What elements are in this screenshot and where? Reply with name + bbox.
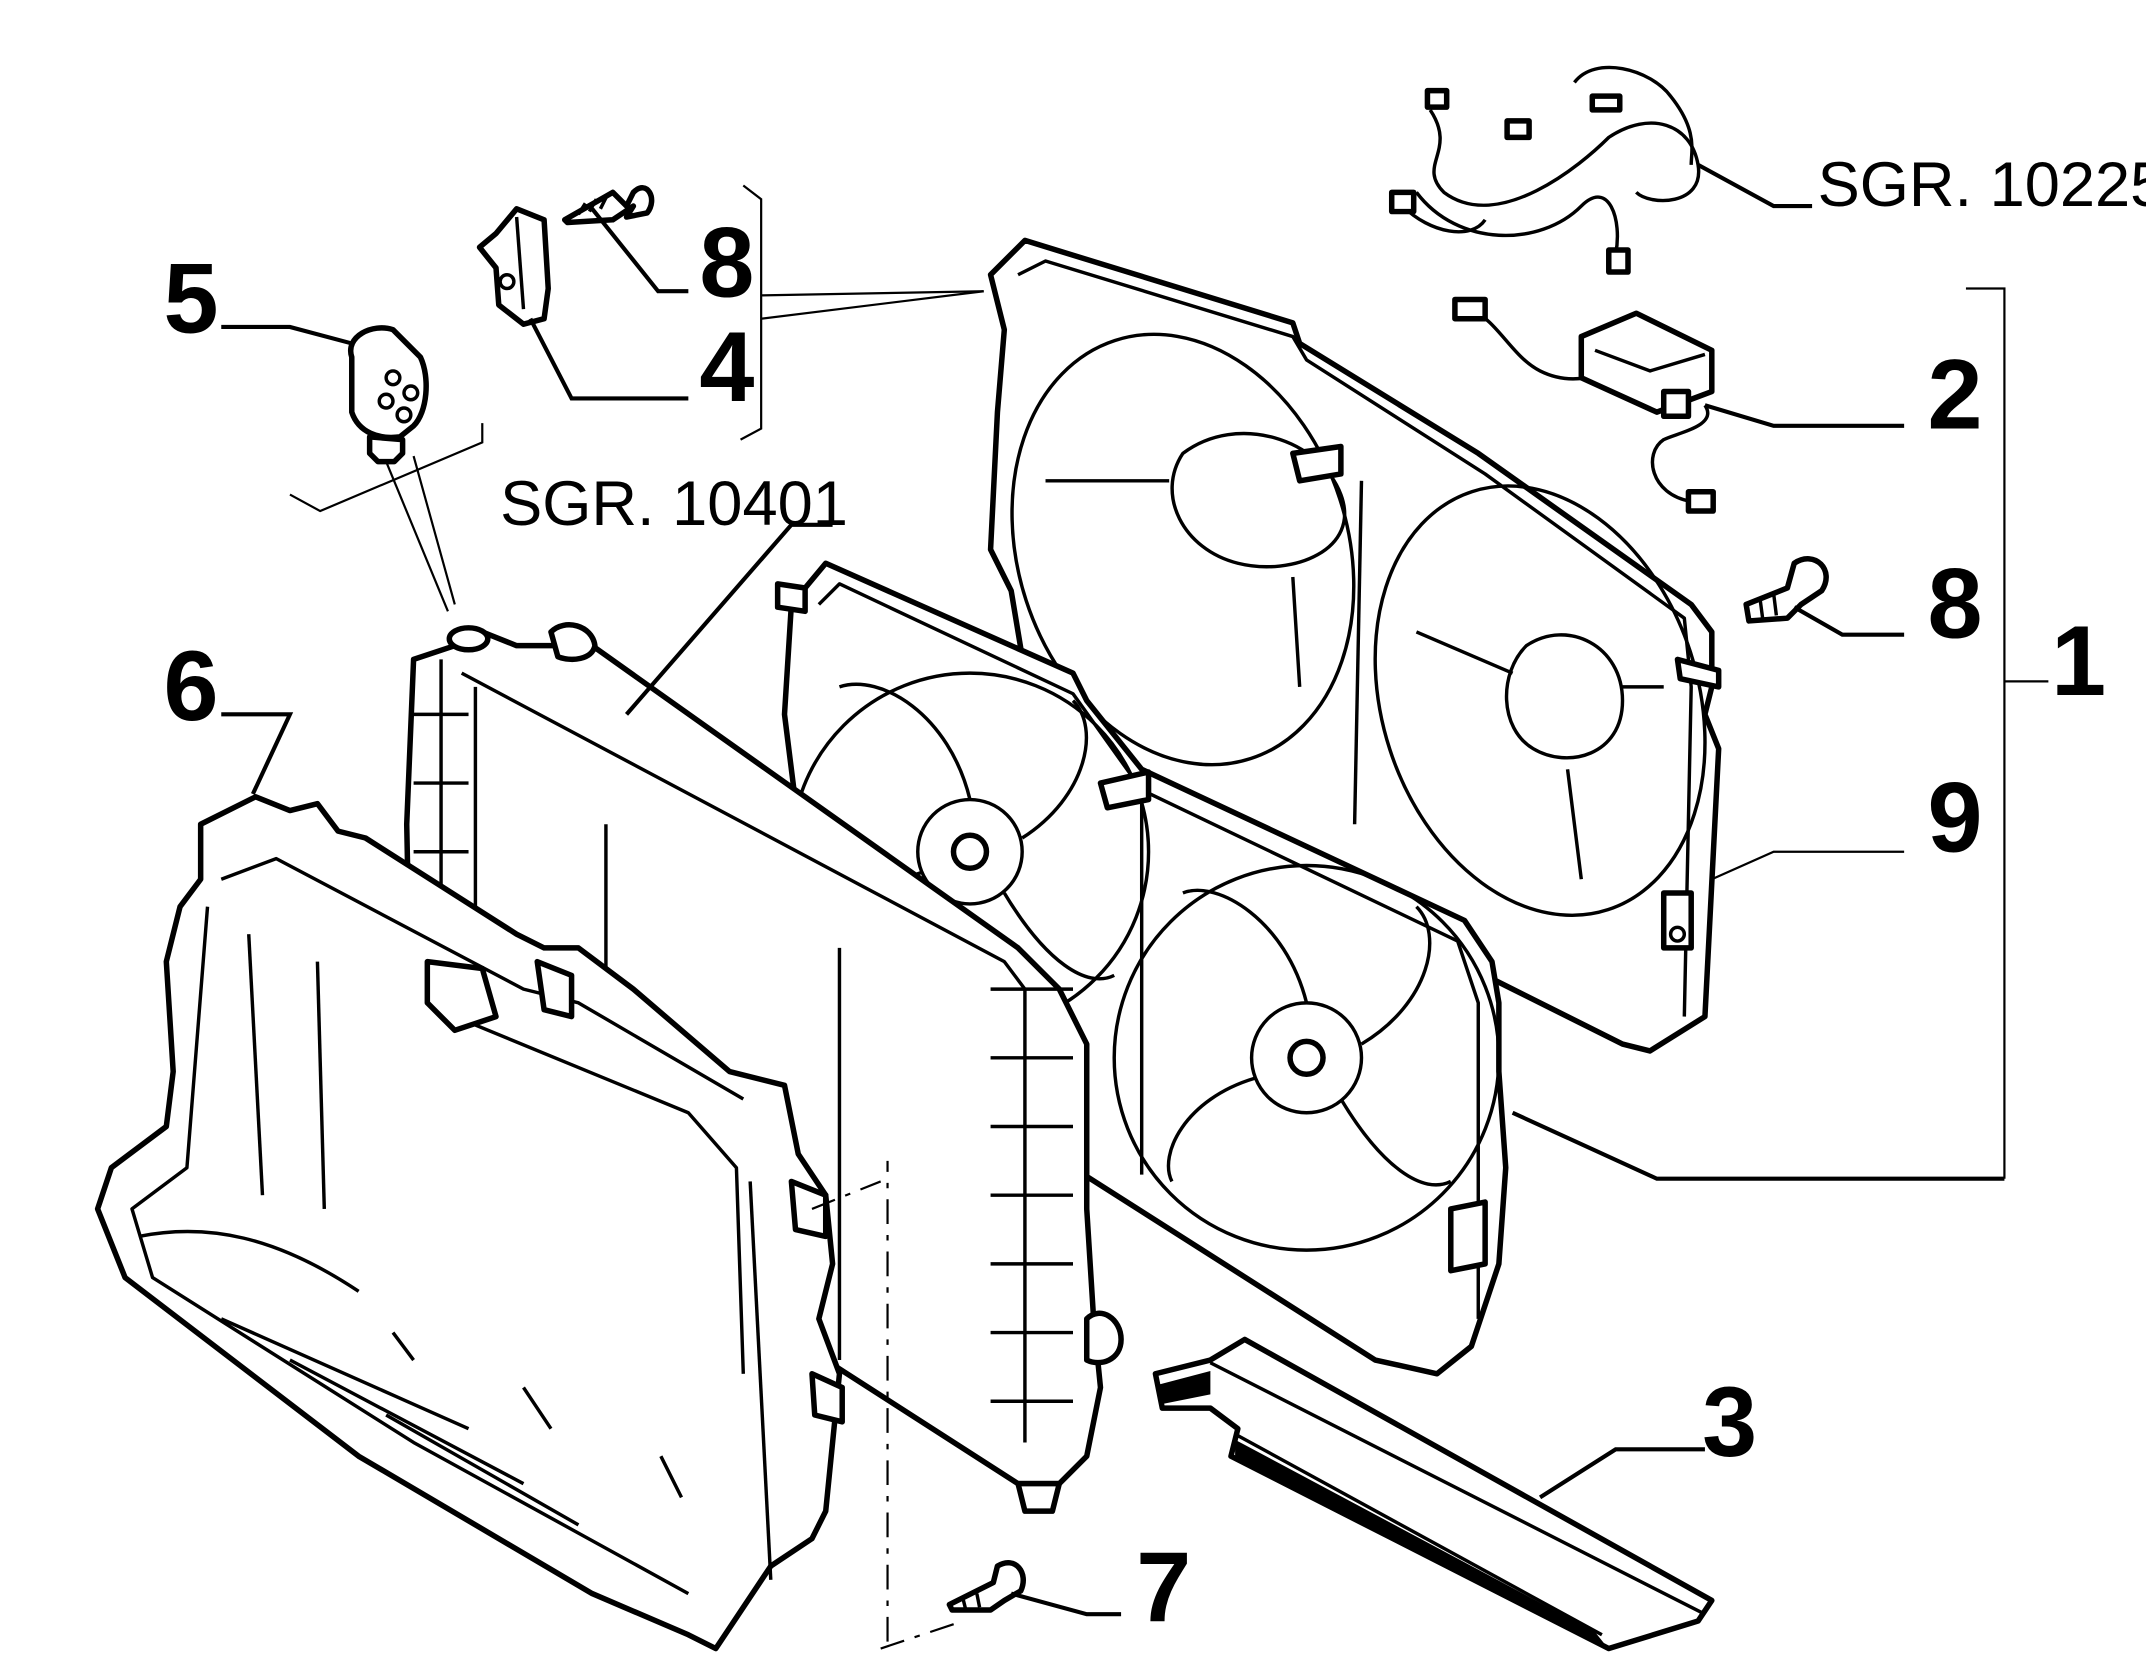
callout-6: 6 <box>164 630 219 741</box>
part-7-screw <box>946 1560 1122 1617</box>
callout-9: 9 <box>1927 762 1982 873</box>
reference-sgr-10225: SGR. 10225 <box>1818 150 2146 220</box>
callout-3: 3 <box>1702 1366 1757 1477</box>
callout-4: 4 <box>699 311 754 422</box>
wiring-harness <box>1388 65 1813 275</box>
callout-8-top: 8 <box>699 207 754 318</box>
part-3-seal-strip <box>1152 1336 1715 1652</box>
group-references: SGR. 10401 SGR. 10225 <box>500 150 2146 539</box>
part-5-grommet <box>221 324 429 465</box>
part-6-air-conveyor <box>94 712 845 1652</box>
callout-7: 7 <box>1136 1531 1191 1642</box>
part-8-screw-top <box>561 185 689 294</box>
callouts: 1 2 3 4 5 6 7 8 8 9 <box>164 207 2107 1642</box>
part-4-bracket <box>476 206 689 401</box>
part-8-screw-right <box>1743 556 1905 637</box>
part-2-connector <box>1452 296 1905 514</box>
callout-2: 2 <box>1927 339 1982 450</box>
part-9-fan-shroud <box>987 237 1722 1054</box>
callout-5: 5 <box>164 242 219 353</box>
callout-8-right: 8 <box>1927 547 1982 658</box>
callout-1: 1 <box>2051 605 2106 716</box>
reference-sgr-10401: SGR. 10401 <box>500 469 848 539</box>
guide-lines <box>289 184 2049 1650</box>
